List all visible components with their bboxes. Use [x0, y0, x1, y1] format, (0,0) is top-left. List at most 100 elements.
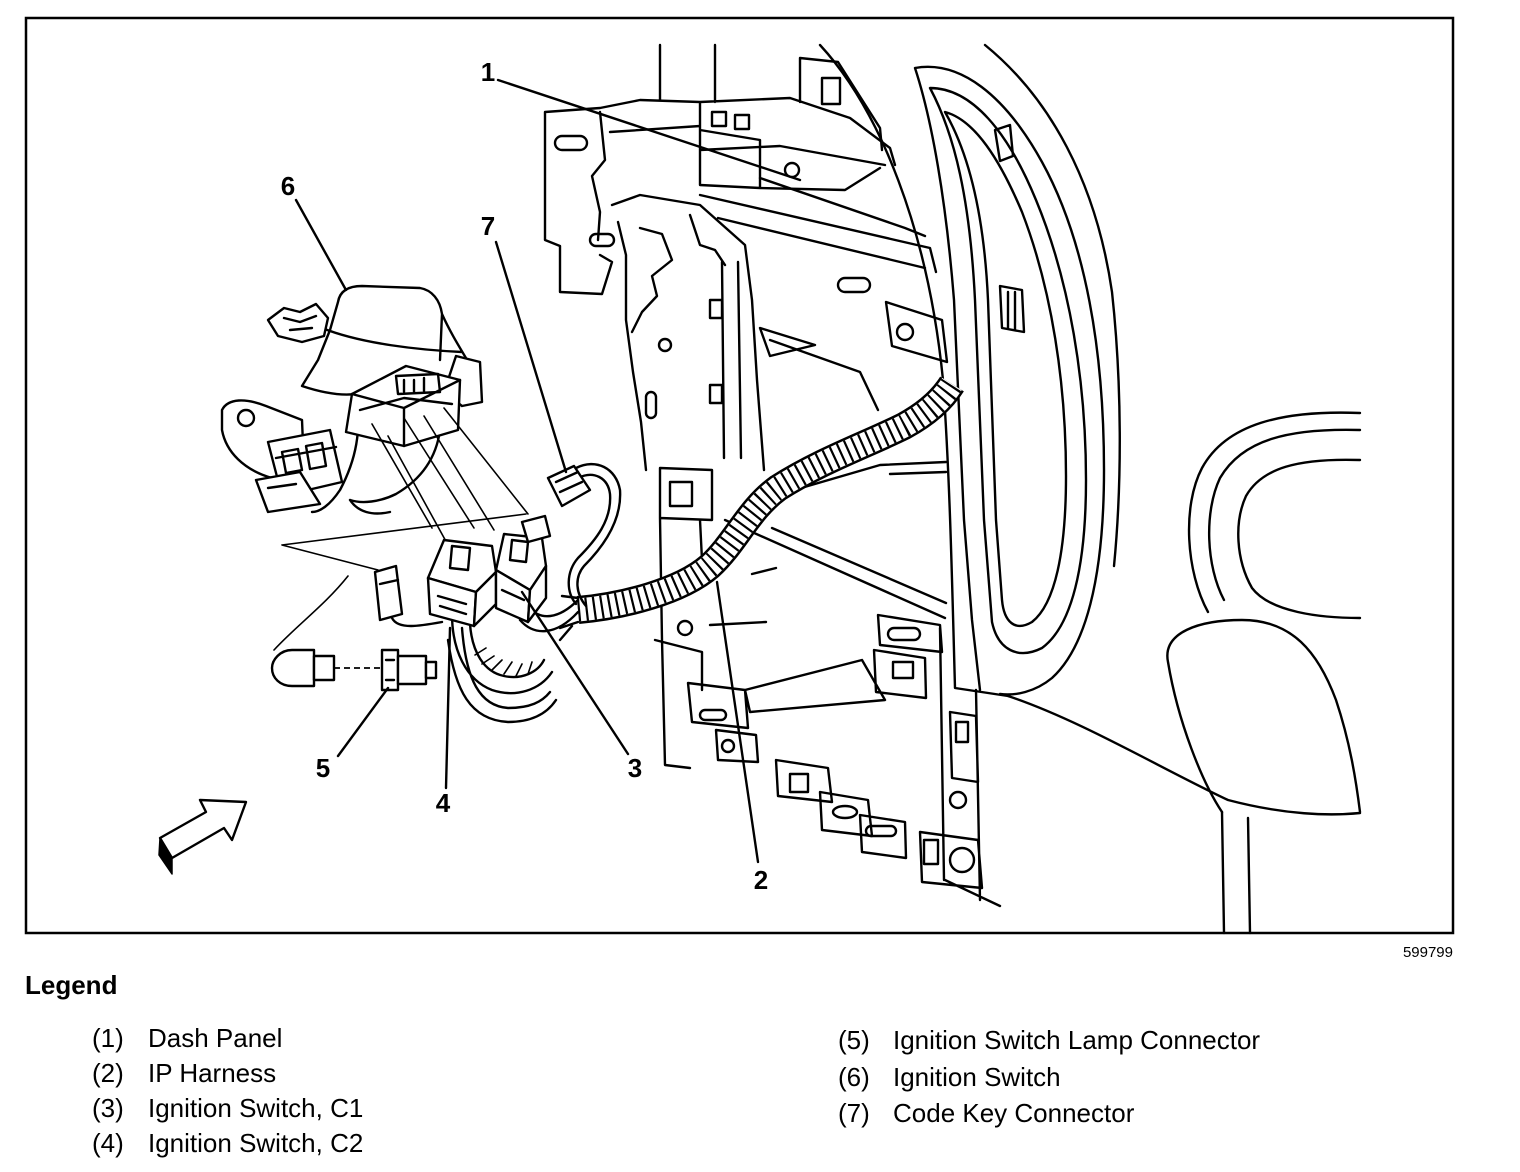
legend-item-number: (7) [838, 1098, 870, 1128]
ignition-switch-body [300, 284, 474, 515]
callout-3: 3 [628, 753, 642, 783]
callout-4: 4 [436, 788, 451, 818]
ip-harness-wire-ends [558, 594, 580, 642]
lamp-socket-cap [312, 654, 336, 682]
leader-lines [294, 78, 802, 864]
legend-item-number: (1) [92, 1023, 124, 1053]
callouts: 1 2 3 4 5 6 7 [281, 57, 768, 895]
wire-bundle-wrap [474, 647, 533, 677]
leader-line-1 [496, 78, 802, 182]
ip-harness [558, 376, 964, 642]
code-key-wire [567, 463, 622, 608]
hole [720, 738, 736, 754]
legend-item-1: (1) Dash Panel [92, 1021, 363, 1056]
pigtail-connector-body [373, 564, 404, 622]
lamp-plug-detail [384, 658, 396, 682]
ignition-switch [220, 284, 484, 515]
code-key-connector-detail [554, 470, 584, 494]
dash-panel [543, 43, 1002, 908]
legend-item-2: (2) IP Harness [92, 1056, 363, 1091]
pigtail-wire [378, 578, 444, 628]
legend-item-7: (7) Code Key Connector [838, 1095, 1260, 1132]
ignition-switch-c1-connector [494, 532, 548, 624]
dash-panel-upper-structure [543, 43, 897, 296]
receptacle-detail [350, 372, 462, 448]
ip-harness-wrap-stripes [576, 377, 962, 622]
callout-6: 6 [281, 171, 295, 201]
lamp-plug-tip [424, 660, 438, 680]
legend-item-3: (3) Ignition Switch, C1 [92, 1091, 363, 1126]
leader-line-4 [444, 626, 452, 790]
top-connector-detail [282, 314, 318, 332]
legend-column-left: (1) Dash Panel (2) IP Harness (3) Igniti… [92, 1021, 363, 1161]
ignition-switch-lower-connector [254, 470, 322, 514]
hole [948, 790, 968, 810]
callout-5: 5 [316, 753, 330, 783]
connector-wire-bundle [446, 598, 580, 724]
legend-item-number: (2) [92, 1058, 124, 1088]
figure-id: 599799 [1402, 944, 1453, 961]
dash-panel-bracket [610, 176, 949, 472]
dash-panel-slots [553, 76, 970, 866]
lamp-plug-flange [380, 648, 400, 692]
code-key-connector [520, 463, 622, 608]
lower-connector-detail [266, 482, 298, 490]
legend-item-label: Code Key Connector [893, 1098, 1135, 1128]
ignition-switch-lamp-connector [270, 648, 438, 692]
diagram-figure: 1 2 3 4 5 6 7 [24, 16, 1455, 935]
dash-panel-oval-slot [831, 804, 859, 820]
callout-1: 1 [481, 57, 495, 87]
legend-item-5: (5) Ignition Switch Lamp Connector [838, 1022, 1260, 1059]
ignition-switch-c2-connector [426, 538, 498, 628]
leader-line-2 [715, 580, 760, 864]
legend-item-number: (3) [92, 1093, 124, 1123]
lower-trim-edge [1006, 694, 1362, 935]
callout-7: 7 [481, 211, 495, 241]
legend-item-number: (6) [838, 1061, 870, 1092]
hole [948, 846, 976, 874]
c2-detail [436, 544, 472, 616]
mounting-hole [236, 408, 256, 428]
legend-title: Legend [25, 970, 118, 1000]
lamp-socket [270, 648, 316, 688]
arrow-front-face [158, 798, 248, 860]
trim-clip [993, 123, 1026, 334]
legend-item-label: Dash Panel [148, 1023, 283, 1053]
figure-frame [24, 16, 1455, 935]
view-direction-arrow-icon [158, 798, 248, 875]
pigtail-connector [373, 564, 444, 628]
lamp-plug-body [396, 654, 428, 686]
code-key-connector-body [546, 464, 592, 508]
dash-panel-holes [657, 161, 976, 874]
alignment-lines [273, 407, 529, 651]
dash-trim-edge [818, 43, 1121, 698]
leader-line-6 [294, 198, 348, 292]
hole [895, 322, 915, 342]
legend-item-4: (4) Ignition Switch, C2 [92, 1126, 363, 1161]
trim-cutout [1187, 411, 1362, 620]
dash-trim-inner-contour [928, 86, 1088, 655]
hole [657, 337, 673, 353]
lamp-guide-lines [273, 513, 527, 651]
connector-alignment-lines [371, 407, 529, 546]
leader-line-3 [520, 590, 630, 756]
legend-column-right: (5) Ignition Switch Lamp Connector (6) I… [838, 1022, 1260, 1132]
legend-item-6: (6) Ignition Switch [838, 1059, 1260, 1096]
legend-item-label: Ignition Switch, C1 [148, 1093, 364, 1123]
ignition-switch-top-connector [266, 302, 330, 344]
c1-detail [500, 538, 530, 602]
legend-item-number: (5) [838, 1025, 870, 1055]
trim-panel-bulge [1166, 618, 1362, 814]
callout-2: 2 [754, 865, 768, 895]
legend-item-label: Ignition Switch, C2 [148, 1128, 364, 1158]
dash-trim-outline [818, 43, 1362, 935]
dash-panel-lower-structure [653, 460, 1002, 908]
legend-item-label: Ignition Switch Lamp Connector [893, 1025, 1261, 1055]
legend-item-label: IP Harness [148, 1058, 277, 1088]
wire-bundle-loop [446, 598, 580, 724]
legend-item-number: (4) [92, 1128, 124, 1158]
legend-item-label: Ignition Switch [893, 1061, 1061, 1092]
hole [676, 619, 694, 637]
side-plug-detail [274, 441, 338, 475]
code-key-mating-connector [520, 514, 552, 544]
